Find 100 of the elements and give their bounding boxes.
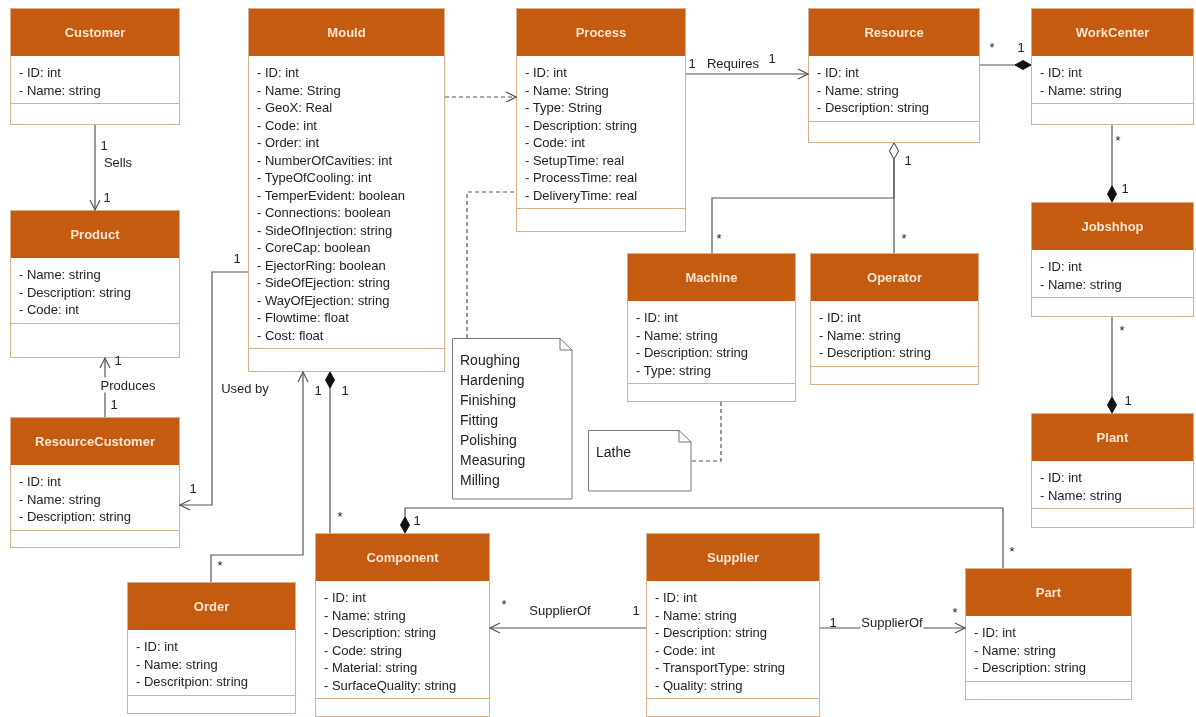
association-arrow [89,124,101,211]
attribute-text: - ID: int [257,64,300,82]
attribute-text: - Name: string [817,81,900,99]
multiplicity-label: * [951,604,959,620]
attribute-text: - Description: string [817,99,930,117]
attribute-text: - Description: string [324,624,437,642]
attribute-text: - ID: int [19,473,62,491]
attribute-text: - ID: int [817,64,860,82]
class-name: Resource [809,9,979,56]
multiplicity-label: 1 [1123,392,1133,408]
attribute-text: - ID: int [19,64,62,82]
attribute-text: - Flowtime: float [257,309,350,327]
attribute-text: - WayOfEjection: string [257,291,391,309]
attribute-text: - ID: int [655,589,698,607]
multiplicity-label: 1 [828,614,838,630]
attribute-text: - ID: int [974,624,1017,642]
class-box [1031,202,1194,317]
composition-line [325,371,335,534]
multiplicity-label: 1 [113,352,123,368]
multiplicity-label: 1 [99,137,109,153]
multiplicity-label: 1 [102,189,112,205]
class-name: Customer [11,9,179,56]
association-arrow [685,68,809,80]
multiplicity-label: 1 [903,152,913,168]
note-text: Roughing [460,351,521,370]
class-box [10,8,180,125]
attribute-text: - ID: int [525,64,568,82]
attribute-text: - Quality: string [655,676,744,694]
multiplicity-label: * [715,230,723,246]
multiplicity-label: 1 [1120,180,1130,196]
multiplicity-label: 1 [109,396,119,412]
composition-line [979,60,1032,70]
attribute-text: - Description: string [819,344,932,362]
class-name: Operator [811,254,978,301]
class-box [965,568,1132,700]
attribute-text: - GeoX: Real [257,99,334,117]
note-text: Measuring [460,451,527,470]
attribute-text: - Name: string [1040,486,1123,504]
class-box [315,533,490,717]
class-name: Jobshhop [1032,203,1193,250]
class-box [808,8,980,143]
note-text: Lathe [596,443,633,462]
attribute-text: - Material: string [324,659,419,677]
attribute-text: - Name: string [324,606,407,624]
multiplicity-label: 1 [188,480,198,496]
attribute-text: - TemperEvident: boolean [257,186,406,204]
multiplicity-label: * [1118,322,1126,338]
class-name: Mould [249,9,444,56]
multiplicity-label: * [336,508,344,524]
attribute-text: - NumberOfCavities: int [257,151,394,169]
class-name: Plant [1032,414,1193,461]
class-box [627,253,796,402]
note-text: Polishing [460,431,518,450]
attribute-text: - ID: int [324,589,367,607]
note-box [588,430,692,492]
attribute-text: - SurfaceQuality: string [324,676,458,694]
edge-label: Produces [99,377,157,393]
class-name: Machine [628,254,795,301]
attribute-text: - CoreCap: boolean [257,239,372,257]
attribute-text: - Description: string [974,659,1087,677]
attribute-text: - ID: int [819,309,862,327]
class-box [810,253,979,385]
aggregation-line [889,142,899,254]
multiplicity-label: 1 [340,382,350,398]
class-box [10,210,180,358]
class-box [1031,8,1194,125]
note-text: Finishing [460,391,518,410]
multiplicity-label: * [216,557,224,573]
attribute-text: - Name: string [974,641,1057,659]
attribute-text: - Name: string [1040,275,1123,293]
class-name: Product [11,211,179,258]
attribute-text: - Description: string [636,344,749,362]
class-name: Part [966,569,1131,616]
attribute-text: - Description: string [525,116,638,134]
note-text: Milling [460,471,501,490]
note-text: Hardening [460,371,526,390]
attribute-text: - Code: int [19,301,80,319]
attribute-text: - Code: int [257,116,318,134]
attribute-text: - ID: int [1040,469,1083,487]
association-arrow [489,622,647,634]
class-name: Process [517,9,685,56]
multiplicity-label: 1 [1016,39,1026,55]
composition-line [400,507,1004,569]
attribute-text: - Descritpion: string [136,673,249,691]
attribute-text: - Order: int [257,134,321,152]
association-arrow [210,371,309,583]
multiplicity-label: * [988,39,996,55]
class-box [646,533,820,717]
attribute-text: - EjectorRing: boolean [257,256,387,274]
multiplicity-label: 1 [631,602,641,618]
attribute-text: - SideOfEjection: string [257,274,391,292]
multiplicity-label: 1 [767,50,777,66]
class-box [248,8,445,372]
attribute-text: - ID: int [136,638,179,656]
attribute-text: - Name: string [636,326,719,344]
multiplicity-label: * [900,230,908,246]
class-box [10,417,180,548]
multiplicity-label: 1 [412,512,422,528]
attribute-text: - ID: int [1040,64,1083,82]
attribute-text: - ProcessTime: real [525,169,639,187]
